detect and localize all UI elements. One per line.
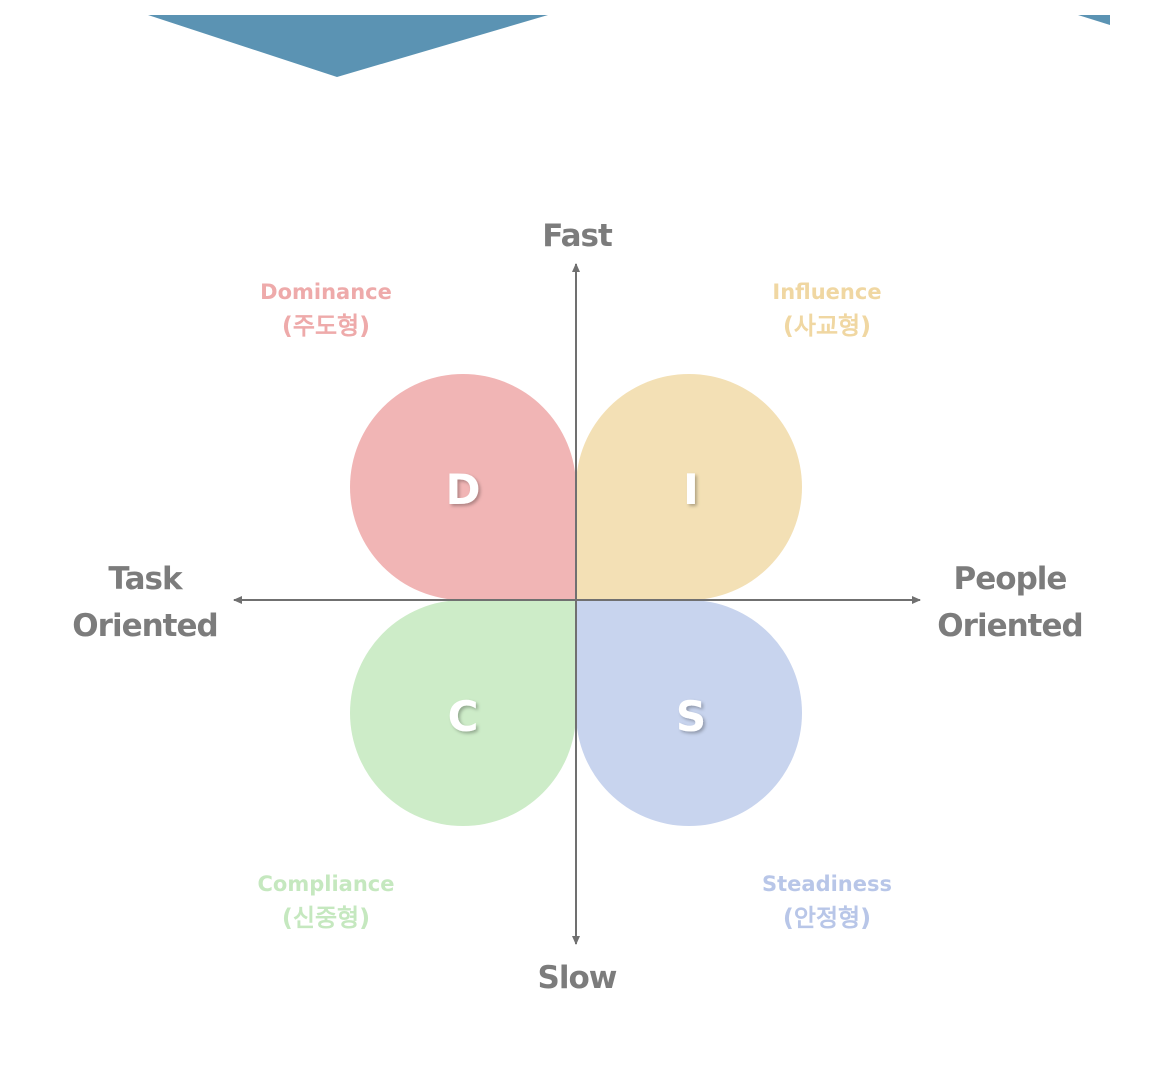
caption-influence: Influence [772,280,881,304]
petal-letter-d: D [446,465,481,514]
caption-dominance-korean: (주도형) [282,312,370,340]
axis-label-slow: Slow [538,960,617,996]
caption-compliance: Compliance [258,872,395,896]
axis-label-fast: Fast [542,218,613,254]
axis-label-task-line2: Oriented [72,608,217,644]
petal-letter-i: I [683,465,699,514]
banner-chevron-right [1078,15,1110,25]
caption-steadiness-korean: (안정형) [783,904,871,932]
caption-compliance-korean: (신중형) [282,904,370,932]
caption-dominance: Dominance [260,280,392,304]
petal-letter-s: S [676,692,706,741]
petal-letter-c: C [448,692,479,741]
petal-i [576,374,802,600]
axis-label-task-line1: Task [108,561,184,597]
petal-c [350,600,576,826]
petal-d [350,374,576,600]
petal-s [576,600,802,826]
caption-steadiness: Steadiness [762,872,892,896]
axis-label-people-line2: Oriented [937,608,1082,644]
caption-influence-korean: (사교형) [783,312,871,340]
axis-label-people-line1: People [954,561,1067,597]
banner-chevron-left [148,15,548,77]
